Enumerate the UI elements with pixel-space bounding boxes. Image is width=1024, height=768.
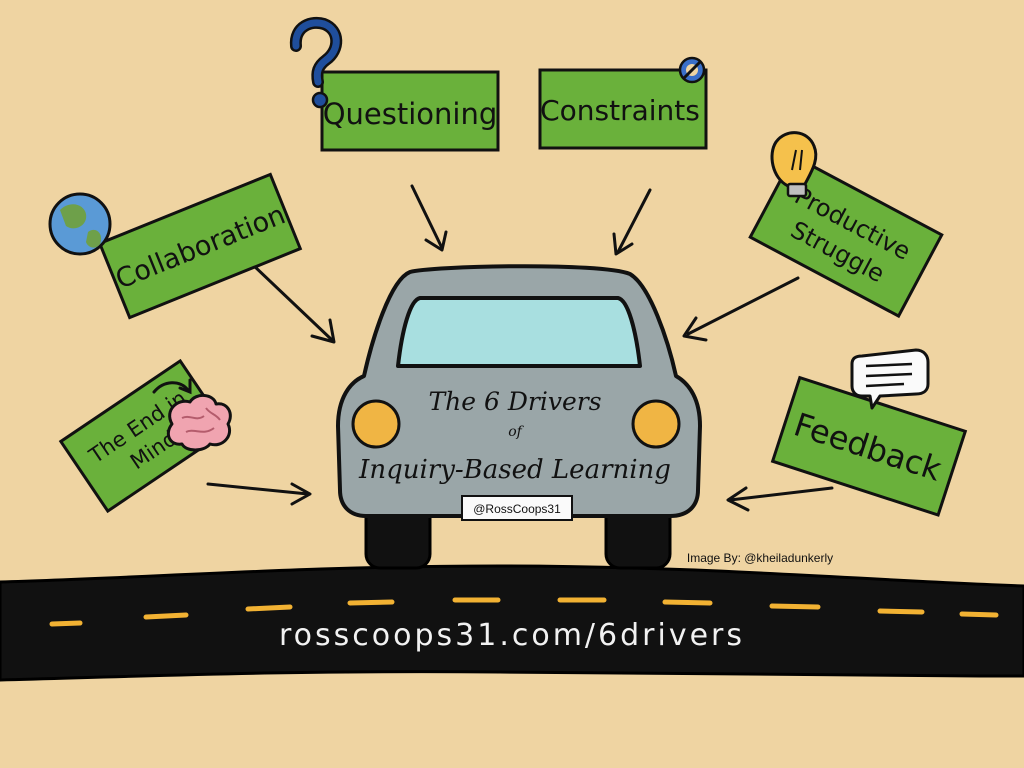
right-headlight [631,399,681,449]
car-title-line2: Inquiry-Based Learning [358,455,671,485]
question-mark-icon [289,16,343,109]
car-title-of: of [508,424,524,440]
arrow-feedback [726,486,834,512]
arrow-constraints [612,188,652,256]
brain-icon [166,394,232,452]
arrow-questioning [410,184,448,252]
road-dashes [49,597,999,627]
questioning-label: Questioning [323,97,498,131]
arrow-collaboration [250,262,336,344]
arrows [206,184,834,512]
no-sign-icon [678,56,706,84]
car-title-line1: The 6 Drivers [428,387,601,416]
speech-bubble-icon [850,348,930,410]
license-plate-text: @RossCoops31 [473,502,561,516]
sign-questioning: Questioning [289,16,500,152]
car: The 6 Drivers of Inquiry-Based Learning … [336,264,702,570]
sign-constraints: Constraints [538,56,708,150]
globe-icon [48,192,112,256]
sign-feedback: Feedback [770,348,968,517]
license-plate [461,495,573,521]
constraints-label: Constraints [540,94,700,127]
arrow-productive-struggle [682,276,800,342]
website-url: rosscoops31.com/6drivers [279,618,745,653]
road: rosscoops31.com/6drivers [0,564,1024,682]
windshield [396,296,642,368]
lightbulb-icon [770,131,818,198]
image-credit: Image By: @kheiladunkerly [687,551,833,565]
left-headlight [351,399,401,449]
curved-arrow-icon [152,378,192,395]
arrow-end-in-mind [206,482,312,506]
